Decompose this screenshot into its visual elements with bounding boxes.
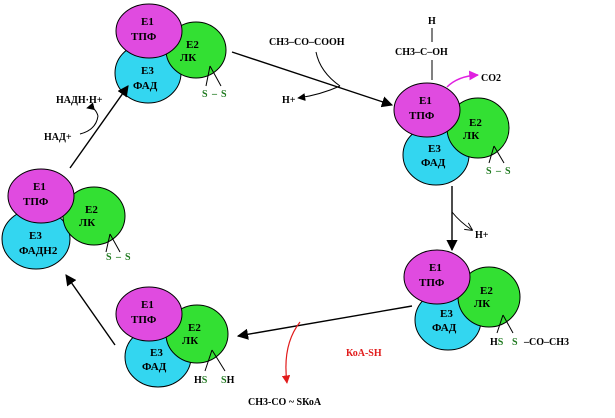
- arrow-nadh-out: [86, 102, 99, 117]
- e2-name: ЛК: [79, 217, 95, 229]
- arrow-h-plus-2-out: [451, 211, 472, 230]
- co2-label: CO2: [481, 73, 501, 84]
- complex-bottom-middle: Е1 ТПФ Е2 ЛК Е3 ФАД HS SH: [115, 286, 235, 388]
- arrow-right-to-bottom: [236, 305, 413, 340]
- e3-label: Е3: [428, 143, 441, 155]
- e3-label: Е3: [150, 347, 163, 359]
- sulfur-right: S: [221, 89, 227, 100]
- e1-name: ТПФ: [419, 277, 445, 289]
- e2-label: Е2: [186, 39, 199, 51]
- e3-label: Е3: [440, 308, 453, 320]
- e1-label: Е1: [33, 181, 46, 193]
- complex-left: Е1 ТПФ Е2 ЛК Е3 ФАДН2 S – S: [1, 168, 131, 270]
- e3-name: ФАД: [421, 157, 446, 169]
- sulfur-left: HS: [194, 375, 208, 386]
- e3-name: ФАД: [133, 80, 158, 92]
- e2-name: ЛК: [182, 335, 198, 347]
- e2-label: Е2: [85, 204, 98, 216]
- e2-label: Е2: [469, 117, 482, 129]
- nad-label: НАД+: [44, 132, 72, 143]
- acetyl-tail: –CO–CH3: [523, 337, 569, 348]
- e1-name: ТПФ: [131, 31, 157, 43]
- e1-ball: [393, 82, 461, 138]
- e3-label: Е3: [141, 65, 154, 77]
- h-plus-label: H+: [282, 95, 296, 106]
- e1-name: ТПФ: [409, 110, 435, 122]
- e2-name: ЛК: [180, 52, 196, 64]
- e1-label: Е1: [419, 95, 432, 107]
- sulfur-dash: –: [115, 252, 122, 263]
- nadh-label: НАДН·Н+: [56, 95, 103, 106]
- e1-label: Е1: [141, 299, 154, 311]
- sulfur-right: S: [512, 337, 518, 348]
- e1-name: ТПФ: [23, 196, 49, 208]
- complex-right-lower: Е1 ТПФ Е2 ЛК Е3 ФАД HS S –CO–CH3: [403, 249, 569, 351]
- e2-name: ЛК: [463, 130, 479, 142]
- lipoyl-arm: [105, 233, 121, 253]
- sulfur-left: S: [486, 166, 492, 177]
- e2-name: ЛК: [474, 298, 490, 310]
- arrow-koa-in: [281, 321, 301, 384]
- e1-label: Е1: [429, 262, 442, 274]
- e2-label: Е2: [188, 322, 201, 334]
- sulfur-left: S: [106, 252, 112, 263]
- arrow-bottom-to-left: [65, 274, 116, 346]
- complex-right-upper: Е1 ТПФ Е2 ЛК Е3 ФАД S – S: [393, 82, 511, 186]
- sulfur-right: S: [505, 166, 511, 177]
- arrow-nad-in: [79, 115, 99, 135]
- adduct-h-label: H: [428, 16, 436, 27]
- sulfur-dash: –: [211, 89, 218, 100]
- e1-ball: [115, 3, 183, 59]
- h-plus-2-label: H+: [475, 230, 489, 241]
- arrow-co2-out: [446, 70, 479, 88]
- lipoyl-arm: [488, 145, 505, 164]
- lipoyl-arm: [204, 349, 226, 372]
- e3-name-reduced: ФАДН2: [19, 245, 58, 257]
- e1-ball: [403, 249, 471, 305]
- sulfur-right: SH: [221, 375, 235, 386]
- lipoyl-arm: [205, 65, 222, 87]
- e1-label: Е1: [141, 16, 154, 28]
- arrow-pyruvate-in: [315, 51, 341, 87]
- pyruvate-label: CH3–CO–COOH: [269, 37, 345, 48]
- e1-name: ТПФ: [131, 314, 157, 326]
- arrow-h-plus-out: [297, 85, 341, 101]
- sulfur-dash: –: [495, 166, 502, 177]
- e3-name: ФАД: [142, 361, 167, 373]
- acetyl-koa-label: CH3-CO ~ SКоА: [248, 397, 322, 408]
- e1-ball: [7, 168, 75, 224]
- complex-top-left: Е1 ТПФ Е2 ЛК Е3 ФАД S – S: [114, 3, 227, 104]
- e2-label: Е2: [480, 285, 493, 297]
- sulfur-left: S: [202, 89, 208, 100]
- arrow-left-to-top: [69, 85, 129, 169]
- sulfur-right: S: [125, 252, 131, 263]
- adduct-ch3-label: CH3–C–OH: [395, 47, 448, 58]
- e3-label: Е3: [29, 230, 42, 242]
- lipoyl-arm: [496, 314, 514, 334]
- e1-ball: [115, 286, 183, 342]
- sulfur-left: HS: [490, 337, 504, 348]
- arrow-top-to-right: [231, 51, 394, 108]
- koa-sh-label: КоА-SH: [346, 348, 382, 359]
- e3-name: ФАД: [432, 322, 457, 334]
